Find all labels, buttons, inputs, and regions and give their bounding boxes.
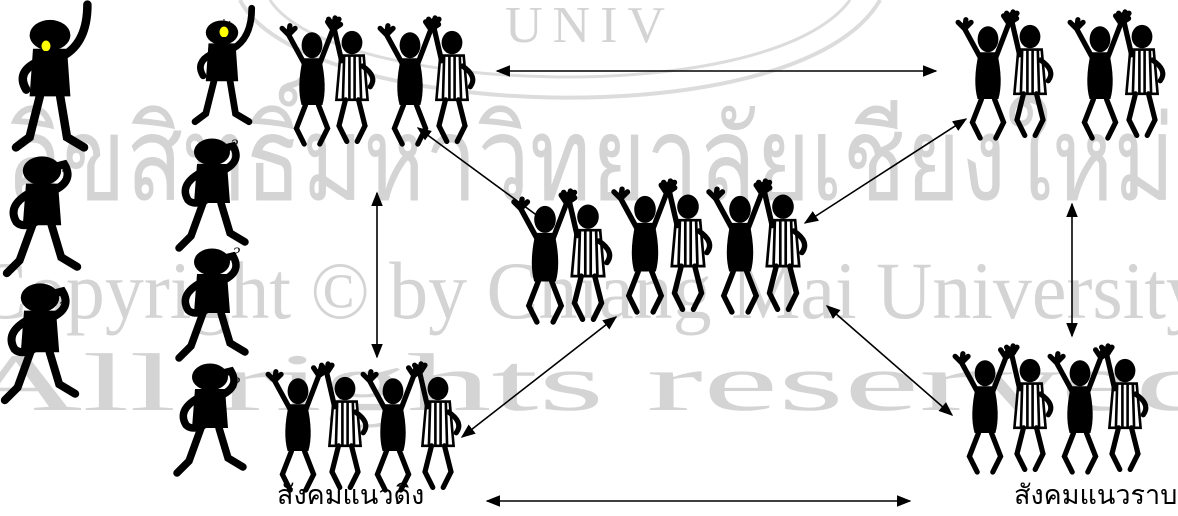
horizontal-society-label: สังคมแนวราบ — [1014, 480, 1178, 511]
watermark-top: UNIV — [505, 0, 675, 54]
vertical-society-thinkers — [179, 137, 245, 358]
double-arrow-icon — [825, 305, 954, 416]
vertical-society-label: สังคมแนวดิ่ง — [277, 480, 425, 511]
double-arrow-icon — [803, 118, 968, 224]
central-group — [514, 181, 805, 322]
horizontal-society-bottom-group — [955, 346, 1146, 472]
double-arrows — [371, 65, 1078, 507]
double-arrow-icon — [416, 127, 552, 226]
left-idea-figure — [16, 5, 87, 148]
left-question-figure-2 — [5, 283, 75, 400]
left-question-figure-1 — [7, 156, 77, 273]
vertical-society-top-group — [195, 8, 473, 144]
horizontal-society-top-group — [958, 12, 1163, 138]
double-arrow-icon — [460, 316, 618, 438]
vertical-society-bottom-group — [177, 364, 459, 491]
